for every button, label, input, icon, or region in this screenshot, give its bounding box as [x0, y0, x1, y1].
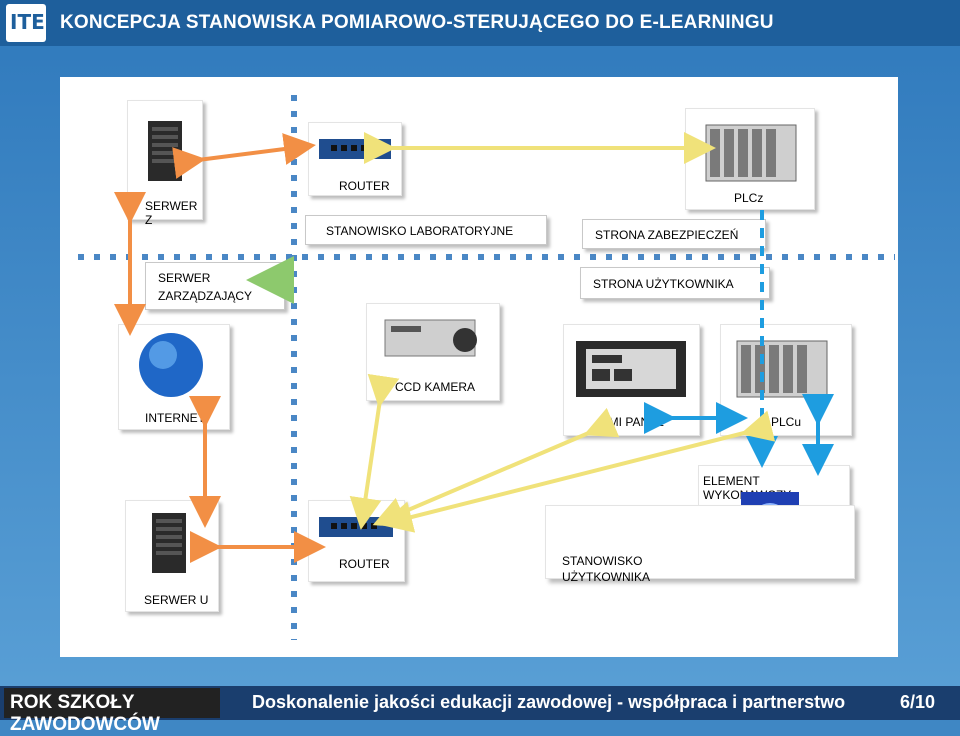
server-icon: [152, 513, 186, 573]
kamera-router-line: [349, 373, 400, 530]
plcz-card: PLCz: [685, 108, 815, 210]
hmi-router-line: [372, 407, 620, 528]
globe-icon: [139, 333, 203, 397]
stanowisko-uzytkownika-label-2: UŻYTKOWNIKA: [562, 570, 651, 584]
router-top-label: ROUTER: [339, 179, 390, 193]
stanowisko-lab-box: STANOWISKO LABORATORYJNE: [305, 215, 547, 245]
connectors: [78, 95, 895, 640]
page-number: 6/10: [900, 692, 936, 712]
ccd-kamera-label: CCD KAMERA: [395, 380, 476, 394]
strona-zabezpieczen-box: STRONA ZABEZPIECZEŃ: [582, 219, 766, 249]
ite-logo: ITE: [6, 4, 46, 42]
footer-caption: Doskonalenie jakości edukacji zawodowej …: [252, 692, 846, 712]
footer-brand: ROK SZKOŁY ZAWODOWCÓW: [4, 688, 220, 735]
plcz-label: PLCz: [734, 191, 764, 205]
plcu-label: PLCu: [771, 415, 802, 429]
serwer-u-card: SERWER U: [125, 500, 219, 612]
serwer-u-label: SERWER U: [144, 593, 209, 607]
serwer-z-router-line: [172, 133, 316, 179]
camera-icon: [384, 319, 477, 357]
hmi-icon: [576, 341, 686, 397]
logo-text: ITE: [10, 10, 45, 34]
serwer-zarzadzajacy-label-2: ZARZĄDZAJĄCY: [158, 289, 253, 303]
header-bar: ITE KONCEPCJA STANOWISKA POMIAROWO-STERU…: [0, 0, 960, 46]
footer-brand-text: ROK SZKOŁY ZAWODOWCÓW: [10, 692, 160, 735]
plc-icon: [736, 340, 828, 398]
strona-uzytkownika-label: STRONA UŻYTKOWNIKA: [593, 277, 734, 291]
serwer-zarzadzajacy-label-1: SERWER: [158, 271, 211, 285]
serwer-z-label: SERWER Z: [145, 199, 198, 227]
strona-zabezpieczen-label: STRONA ZABEZPIECZEŃ: [595, 228, 739, 242]
slide-title: KONCEPCJA STANOWISKA POMIAROWO-STERUJĄCE…: [60, 12, 774, 33]
stanowisko-uzytkownika-label-1: STANOWISKO: [562, 554, 643, 568]
stanowisko-lab-label: STANOWISKO LABORATORYJNE: [326, 224, 514, 238]
plcu-router-line: [380, 410, 776, 533]
router-bottom-label: ROUTER: [339, 557, 390, 571]
strona-uzytkownika-box: STRONA UŻYTKOWNIKA: [580, 267, 770, 299]
